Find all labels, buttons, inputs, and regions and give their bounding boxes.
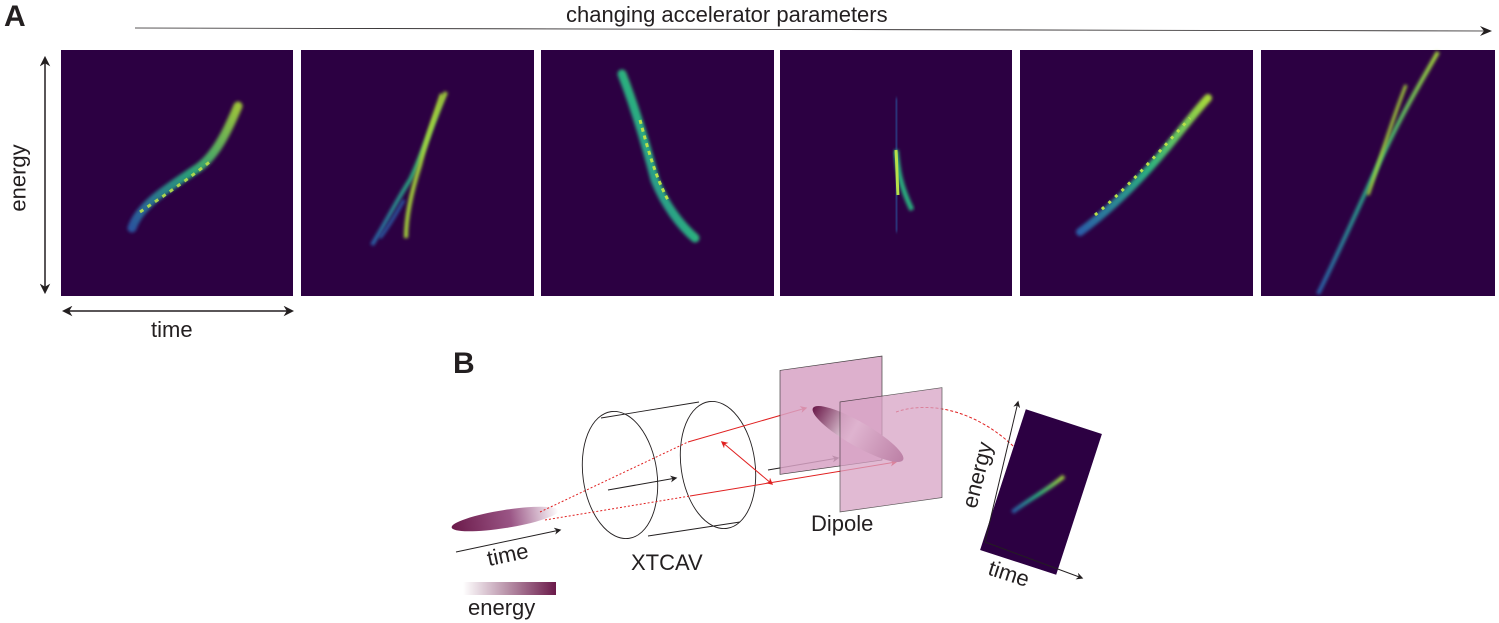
dipole-plate-2 [839,387,943,513]
xtcav-label: XTCAV [631,550,703,575]
time-axis-label: time [151,317,193,342]
screen-energy-arrow [984,400,1021,543]
changing-parameters-label: changing accelerator parameters [566,2,888,27]
panel-b [451,355,1102,595]
dipole-label: Dipole [811,511,874,536]
image-3 [541,50,774,296]
screen-time-arrow [984,541,1084,580]
energy-axis-label: energy [5,144,31,212]
panel-a-letter: A [4,0,26,33]
colorbar-energy-label: energy [468,595,536,620]
panel-b-letter: B [453,347,475,380]
bunch-time-arrow [455,527,562,553]
image-4 [780,50,1012,296]
xtcav-cylinder [581,400,757,540]
parameter-arrowhead [1480,26,1492,36]
image-6 [1261,50,1495,296]
image-5 [1020,50,1253,296]
parameter-arrow-line [134,27,1489,32]
panel-a [39,26,1495,317]
image-2 [301,50,534,296]
motion-arrow-cavity [607,475,678,491]
energy-colorbar [463,582,556,595]
image-1 [61,50,293,296]
electron-bunch [451,506,559,532]
screen-image [980,409,1102,575]
